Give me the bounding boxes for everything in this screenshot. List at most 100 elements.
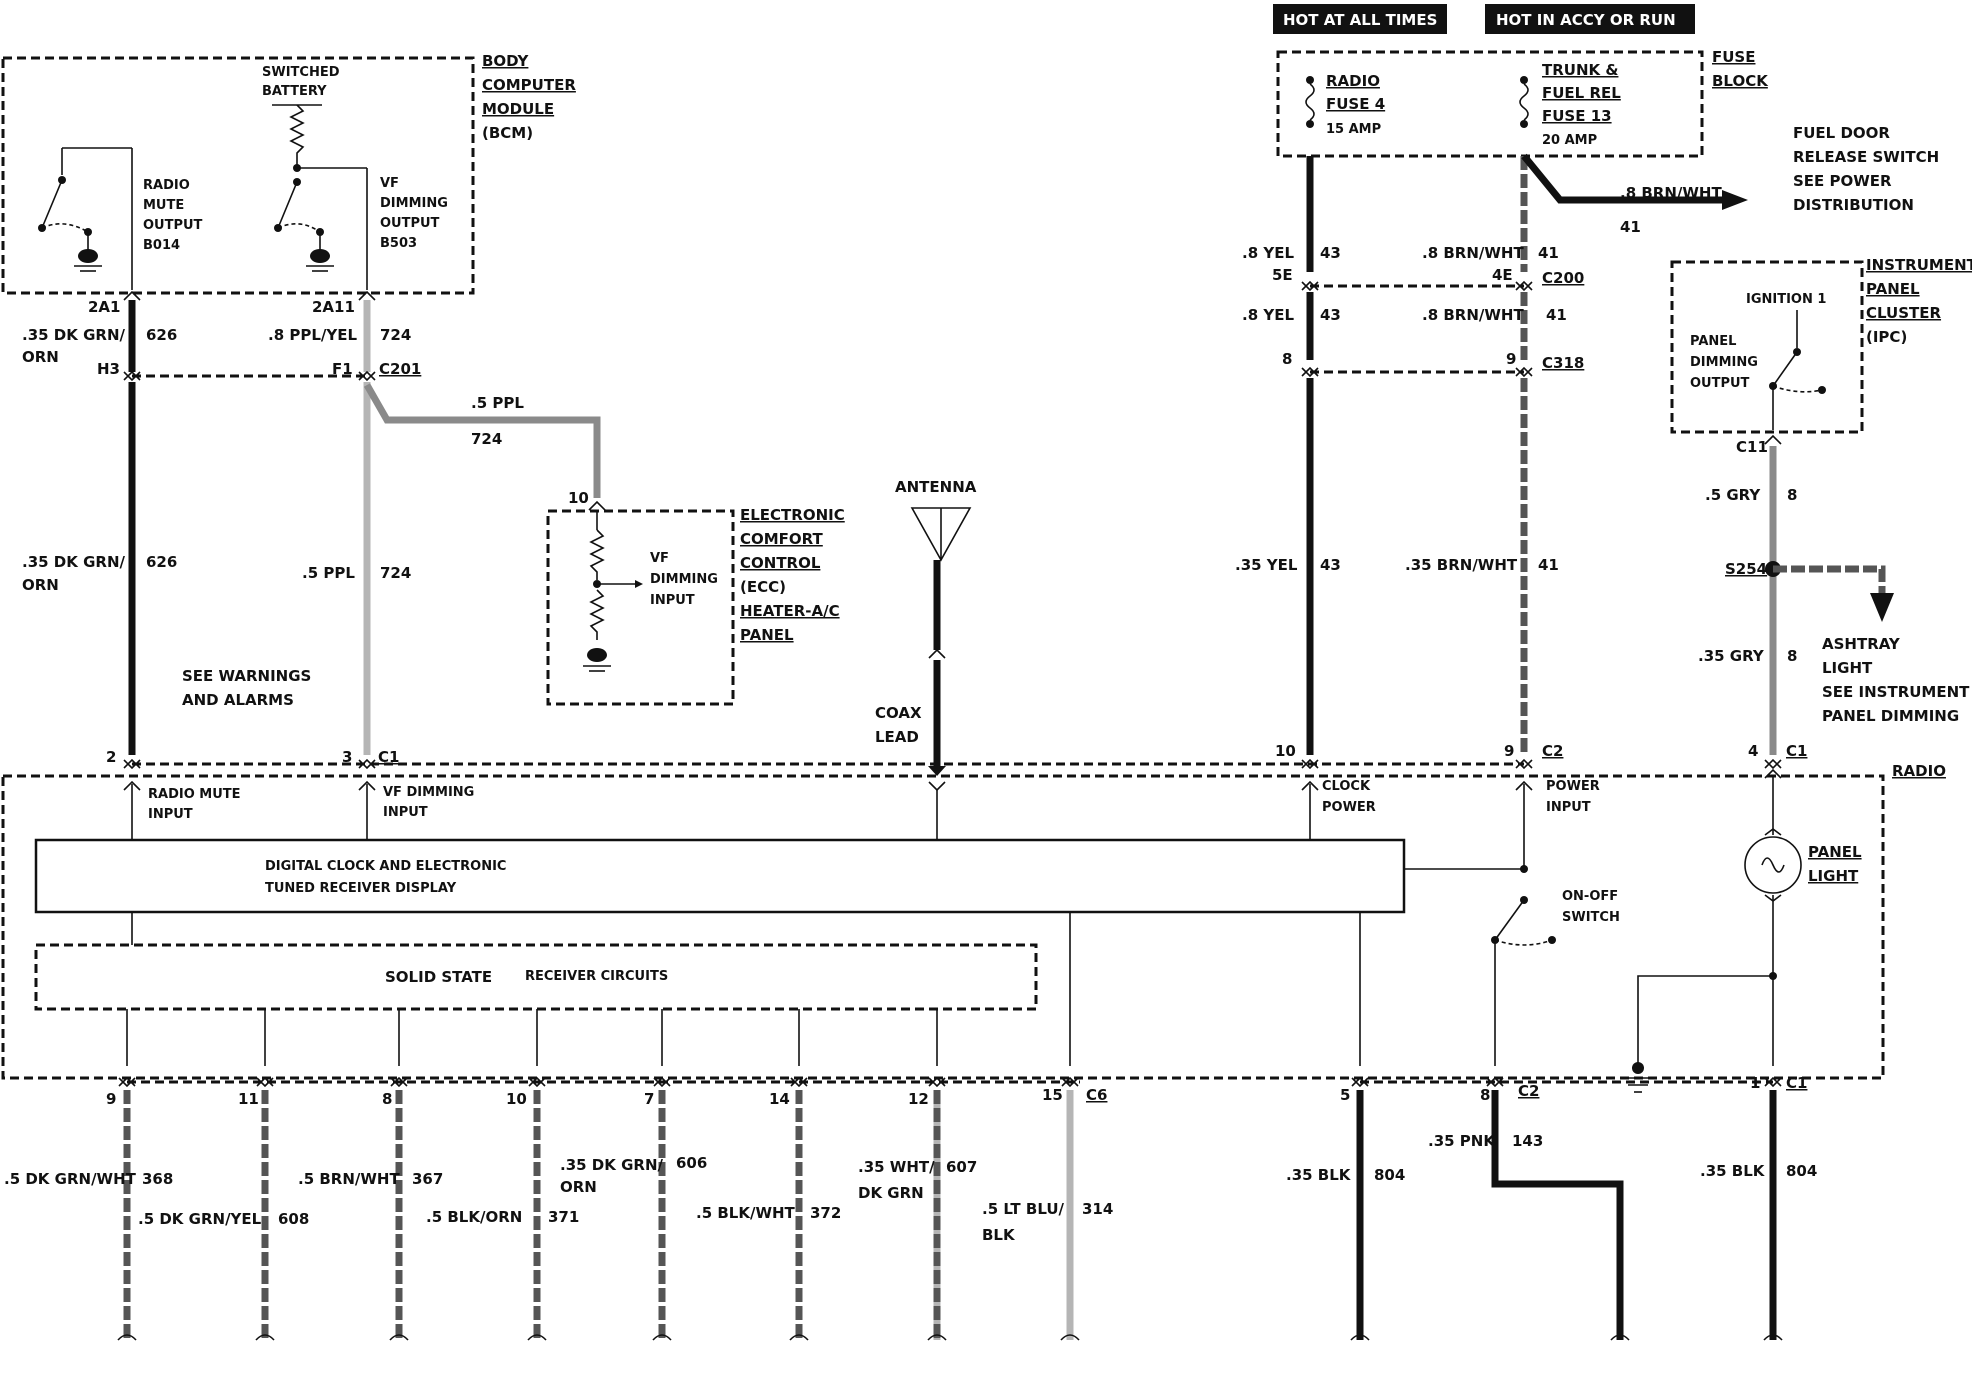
bcm-title-1: BODY	[482, 52, 530, 70]
bottom-pin-11: 1 C1 .35 BLK 804	[1700, 1074, 1817, 1340]
radio-conn-c2-a: C2	[1542, 742, 1563, 760]
bottom-pin-number: 9	[106, 1090, 116, 1108]
vf-dimming-output-4: B503	[380, 236, 417, 251]
wire-724-num-b: 724	[471, 430, 502, 448]
radio-mute-input-2: INPUT	[148, 807, 193, 822]
switched-battery-1: SWITCHED	[262, 65, 340, 80]
vf-dimming-output-1: VF	[380, 176, 399, 191]
connector-4e: 4E	[1492, 266, 1513, 284]
fuse-block: FUSE BLOCK RADIO FUSE 4 15 AMP TRUNK & F…	[1276, 48, 1769, 158]
bottom-wire-color: .35 BLK	[1286, 1166, 1352, 1184]
vf-dimming-input-2: INPUT	[383, 805, 428, 820]
wire-41-num-b: 41	[1546, 306, 1567, 324]
bottom-pin-8: 15 C6 .5 LT BLU/ BLK 314	[982, 1076, 1113, 1340]
connector-9: 9	[1506, 350, 1516, 368]
bcm-module: BODY COMPUTER MODULE (BCM) SWITCHED BATT…	[1, 52, 576, 316]
wire-43-label-a: .8 YEL	[1242, 244, 1294, 262]
wire-end-marks	[117, 1334, 1783, 1341]
hot-at-all-times-badge	[1273, 4, 1447, 34]
display-text-1: DIGITAL CLOCK AND ELECTRONIC	[265, 859, 506, 874]
ipc-pin-c11: C11	[1736, 438, 1768, 456]
bottom-pin-6: 14 .5 BLK/WHT 372	[696, 1076, 841, 1340]
wire-41-label-d: .8 BRN/WHT	[1620, 184, 1722, 202]
ipc-title-3: CLUSTER	[1866, 304, 1941, 322]
connector-f1: F1	[332, 360, 353, 378]
bcm-pin-2a11: 2A11	[312, 298, 355, 316]
ipc-title-1: INSTRUMENT	[1866, 256, 1972, 274]
wire-43-num-a: 43	[1320, 244, 1341, 262]
bcm-title-4: (BCM)	[482, 124, 533, 142]
radio-fuse-3: 15 AMP	[1326, 122, 1381, 137]
bottom-pin-5: 7 .35 DK GRN/ ORN 606	[560, 1076, 707, 1340]
bottom-pin-1: 9 .5 DK GRN/WHT 368	[4, 1076, 173, 1340]
power-input-1: POWER	[1546, 779, 1600, 794]
ashtray-1: ASHTRAY	[1822, 635, 1901, 653]
trunk-fuse-2: FUEL REL	[1542, 84, 1621, 102]
bottom-pin-number: 12	[908, 1090, 929, 1108]
bottom-wire-color: .5 DK GRN/WHT	[4, 1170, 137, 1188]
vf-dimming-output-3: OUTPUT	[380, 216, 440, 231]
bottom-pin-number: 8	[1480, 1086, 1490, 1104]
wire-41-num-d: 41	[1620, 218, 1641, 236]
wire-41-label-c: .35 BRN/WHT	[1405, 556, 1518, 574]
bottom-wire-circuit: 367	[412, 1170, 443, 1188]
bottom-wire-circuit: 372	[810, 1204, 841, 1222]
ecc-title-3: CONTROL	[740, 554, 821, 572]
bottom-wire-color: .5 DK GRN/YEL	[138, 1210, 262, 1228]
bottom-wire-color: .5 BRN/WHT	[298, 1170, 400, 1188]
wire-626-label-a2: ORN	[22, 348, 59, 366]
ecc-vf-1: VF	[650, 551, 669, 566]
trunk-fuse-3: FUSE 13	[1542, 107, 1612, 125]
wire-41-label-a: .8 BRN/WHT	[1422, 244, 1524, 262]
bottom-wire-circuit: 607	[946, 1158, 977, 1176]
on-off-switch-1: ON-OFF	[1562, 889, 1618, 904]
bottom-pin-2: 11 .5 DK GRN/YEL 608	[138, 1076, 309, 1340]
radio-fuse-2: FUSE 4	[1326, 95, 1385, 113]
ipc-pdo-3: OUTPUT	[1690, 376, 1750, 391]
wire-43-num-c: 43	[1320, 556, 1341, 574]
radio-mute-output-3: OUTPUT	[143, 218, 203, 233]
connector-5e: 5E	[1272, 266, 1293, 284]
connector-c318: C318	[1542, 354, 1584, 372]
ecc-module: 10 VF DIMMING INPUT ELECTRONIC COMFORT C…	[546, 489, 845, 706]
wire-41-label-b: .8 BRN/WHT	[1422, 306, 1524, 324]
bottom-connector: C2	[1518, 1082, 1539, 1100]
bottom-wire-circuit: 368	[142, 1170, 173, 1188]
ashtray-3: SEE INSTRUMENT	[1822, 683, 1970, 701]
bottom-wire-color: .35 DK GRN/	[560, 1156, 664, 1174]
radio-conn-c1-b: C1	[1786, 742, 1807, 760]
solid-state-text: SOLID STATE	[385, 968, 492, 986]
bottom-connector: C1	[1786, 1074, 1807, 1092]
ipc-title-4: (IPC)	[1866, 328, 1907, 346]
bottom-wire-circuit: 606	[676, 1154, 707, 1172]
bottom-pin-number: 11	[238, 1090, 259, 1108]
radio-mute-output-2: MUTE	[143, 198, 184, 213]
wire-41-num-a: 41	[1538, 244, 1559, 262]
wire-724-label-c: .5 PPL	[302, 564, 355, 582]
bottom-pin-number: 10	[506, 1090, 527, 1108]
radio-mute-input-1: RADIO MUTE	[148, 787, 241, 802]
bottom-pin-number: 5	[1340, 1086, 1350, 1104]
radio-fuse-1: RADIO	[1326, 72, 1380, 90]
bottom-pin-4: 10 .5 BLK/ORN 371	[426, 1076, 579, 1340]
ecc-title-2: COMFORT	[740, 530, 824, 548]
bottom-wire-color-2: DK GRN	[858, 1184, 924, 1202]
bottom-pin-number: 14	[769, 1090, 790, 1108]
fuel-door-3: SEE POWER	[1793, 172, 1892, 190]
bottom-wire-circuit: 804	[1374, 1166, 1405, 1184]
ipc-ignition: IGNITION 1	[1746, 292, 1826, 307]
ecc-title-6: PANEL	[740, 626, 794, 644]
power-input-2: INPUT	[1546, 800, 1591, 815]
clock-power-2: POWER	[1322, 800, 1376, 815]
bottom-wire-color: .5 BLK/ORN	[426, 1208, 522, 1226]
ipc-title-2: PANEL	[1866, 280, 1920, 298]
bottom-wire-color-2: ORN	[560, 1178, 597, 1196]
bottom-wire-circuit: 371	[548, 1208, 579, 1226]
ashtray-2: LIGHT	[1822, 659, 1873, 677]
bottom-pin-number: 1	[1750, 1074, 1760, 1092]
bottom-wire-circuit: 804	[1786, 1162, 1817, 1180]
warnings-2: AND ALARMS	[182, 691, 294, 709]
bcm-pin-2a1: 2A1	[88, 298, 120, 316]
ipc-pdo-2: DIMMING	[1690, 355, 1758, 370]
coax-lead-2: LEAD	[875, 728, 919, 746]
